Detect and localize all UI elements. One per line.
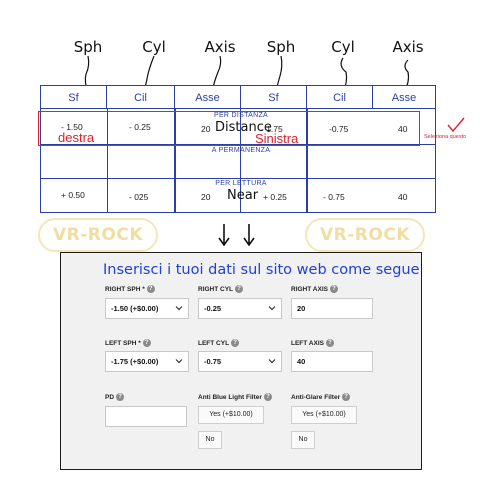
right-cyl-label: RIGHT CYL ? [198, 285, 244, 293]
reading-sph-right: + 0.50 [61, 190, 85, 200]
section-distance: PER DISTANZA [213, 112, 269, 119]
left-axis-label: LEFT AXIS ? [291, 339, 334, 347]
anti-glare-label: Anti-Glare Filter ? [291, 393, 351, 401]
lens-options-form: Inserisci i tuoi dati sul sito web come … [60, 252, 422, 470]
form-title: Inserisci i tuoi dati sul sito web come … [103, 262, 420, 278]
annotation-near: Near [227, 188, 259, 203]
header-asse-left: Asse [391, 92, 417, 104]
right-cyl-select[interactable]: -0.25 [198, 298, 282, 319]
left-sph-select[interactable]: -1.75 (+$0.00) [105, 351, 189, 372]
header-cil-right: Cil [134, 92, 147, 104]
anti-blue-yes-button[interactable]: Yes (+$10.00) [198, 406, 264, 424]
red-check-icon [447, 117, 465, 133]
reading-cyl-left: - 0.75 [323, 192, 345, 202]
left-cyl-select[interactable]: -0.75 [198, 351, 282, 372]
left-sph-label: LEFT SPH * ? [105, 339, 151, 347]
chevron-down-icon [175, 306, 183, 311]
distance-sph-left: - 1.75 [261, 124, 283, 134]
annotation-destra: destra [58, 130, 95, 145]
watermark-right: VR-ROCK [305, 218, 425, 252]
annotation-seleziona: Seleziona questo [424, 134, 467, 140]
pd-input[interactable] [105, 406, 187, 427]
reading-axis-right: 20 [201, 192, 211, 202]
header-cil-left: Cil [333, 92, 346, 104]
arrow-down-icon [218, 224, 230, 246]
distance-cyl-left: -0.75 [329, 124, 349, 134]
table-header-row: Sf Cil Asse Sf Cil Asse [41, 86, 435, 108]
distance-sph-right: - 1.50 [61, 122, 83, 132]
help-icon[interactable]: ? [235, 285, 244, 293]
right-axis-input[interactable]: 20 [291, 298, 373, 319]
annotation-cyl-right: Cyl [142, 38, 166, 56]
arrow-down-icon [243, 224, 255, 246]
reading-cyl-right: - 025 [129, 192, 149, 202]
header-asse-right: Asse [195, 92, 220, 104]
pd-label: PD ? [105, 393, 125, 401]
distance-cyl-right: - 0.25 [129, 122, 151, 132]
chevron-down-icon [268, 306, 276, 311]
help-icon[interactable]: ? [329, 285, 338, 293]
watermark-left: VR-ROCK [38, 218, 158, 252]
annotation-distance: Distance [215, 120, 272, 135]
anti-glare-no-button[interactable]: No [291, 431, 315, 449]
anti-blue-no-button[interactable]: No [198, 431, 222, 449]
anti-glare-yes-button[interactable]: Yes (+$10.00) [291, 406, 357, 424]
annotation-cyl-left: Cyl [331, 38, 355, 56]
annotation-axis-left: Axis [392, 38, 424, 56]
annotation-sph-left: Sph [266, 38, 296, 56]
anti-blue-label: Anti Blue Light Filter ? [198, 393, 272, 401]
section-reading: PER LETTURA [215, 180, 267, 187]
help-icon[interactable]: ? [142, 339, 151, 347]
help-icon[interactable]: ? [231, 339, 240, 347]
help-icon[interactable]: ? [342, 393, 351, 401]
annotation-sph-right: Sph [73, 38, 103, 56]
right-sph-select[interactable]: -1.50 (+$0.00) [105, 298, 189, 319]
chevron-down-icon [268, 359, 276, 364]
section-permanent: A PERMANENZA [211, 147, 271, 154]
help-icon[interactable]: ? [146, 285, 155, 293]
distance-axis-right: 20 [201, 124, 211, 134]
prescription-table: Sf Cil Asse Sf Cil Asse PER DISTANZA A P… [40, 85, 436, 213]
reading-sph-left: + 0.25 [263, 192, 287, 202]
reading-axis-left: 40 [398, 192, 408, 202]
header-sf-left: Sf [268, 92, 279, 104]
left-axis-input[interactable]: 40 [291, 351, 373, 372]
header-sf-right: Sf [68, 92, 79, 104]
annotation-axis-right: Axis [204, 38, 236, 56]
chevron-down-icon [175, 359, 183, 364]
distance-axis-left: 40 [398, 124, 408, 134]
help-icon[interactable]: ? [325, 339, 334, 347]
right-sph-label: RIGHT SPH * ? [105, 285, 155, 293]
help-icon[interactable]: ? [263, 393, 272, 401]
right-axis-label: RIGHT AXIS ? [291, 285, 338, 293]
left-cyl-label: LEFT CYL ? [198, 339, 240, 347]
annotation-sinistra: Sinistra [255, 131, 299, 146]
help-icon[interactable]: ? [116, 393, 125, 401]
